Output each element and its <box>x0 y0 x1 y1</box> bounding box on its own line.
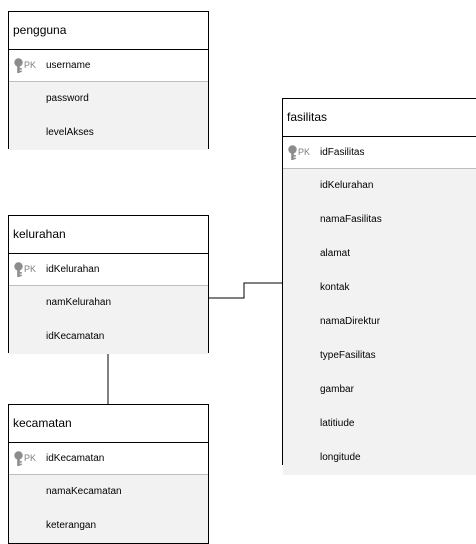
pk-attribute: username <box>46 60 91 71</box>
attribute: gambar <box>320 384 354 395</box>
attribute: keterangan <box>46 520 97 531</box>
pk-attribute: idFasilitas <box>320 147 365 158</box>
attribute: namaFasilitas <box>320 214 382 225</box>
entity-title: kelurahan <box>9 216 208 254</box>
attribute: password <box>46 93 89 104</box>
entity-kelurahan[interactable]: kelurahan PK idKelurahan namKelurahan id… <box>8 215 209 354</box>
attribute: idKecamatan <box>46 331 105 342</box>
pk-marker: PK <box>24 264 37 274</box>
attribute-list: namaKecamatan keterangan <box>9 475 208 543</box>
key-icon <box>14 58 23 73</box>
attribute: idKelurahan <box>320 180 374 191</box>
key-icon <box>14 451 23 466</box>
key-icon <box>14 262 23 277</box>
entity-pengguna[interactable]: pengguna PK username password levelAkses <box>8 11 209 150</box>
entity-title: pengguna <box>9 12 208 50</box>
entity-kecamatan[interactable]: kecamatan PK idKecamatan namaKecamatan k… <box>8 404 209 544</box>
relation-kelurahan-fasilitas <box>209 282 282 299</box>
pk-marker: PK <box>24 60 37 70</box>
attribute: latitiude <box>320 418 355 429</box>
primary-key-row: PK idKecamatan <box>9 443 208 475</box>
attribute: namaKecamatan <box>46 486 122 497</box>
attribute: namaDirektur <box>320 316 381 327</box>
entity-title: kecamatan <box>9 405 208 443</box>
key-icon <box>288 145 297 160</box>
attribute: namKelurahan <box>46 297 112 308</box>
pk-attribute: idKecamatan <box>46 453 105 464</box>
pk-marker: PK <box>24 453 37 463</box>
primary-key-row: PK idKelurahan <box>9 254 208 286</box>
entity-title: fasilitas <box>283 99 476 137</box>
attribute-list: password levelAkses <box>9 82 208 150</box>
primary-key-row: PK username <box>9 50 208 82</box>
pk-attribute: idKelurahan <box>46 264 100 275</box>
attribute: kontak <box>320 282 350 293</box>
pk-marker: PK <box>298 147 311 157</box>
attribute: typeFasilitas <box>320 350 376 361</box>
entity-fasilitas[interactable]: fasilitas PK idFasilitas idKelurahan nam… <box>282 98 476 475</box>
attribute: levelAkses <box>46 127 94 138</box>
primary-key-row: PK idFasilitas <box>283 137 476 169</box>
attribute: alamat <box>320 248 351 259</box>
attribute: longitude <box>320 452 361 463</box>
attribute-list: namKelurahan idKecamatan <box>9 286 208 354</box>
attribute-list: idKelurahan namaFasilitas alamat kontak … <box>283 169 476 475</box>
